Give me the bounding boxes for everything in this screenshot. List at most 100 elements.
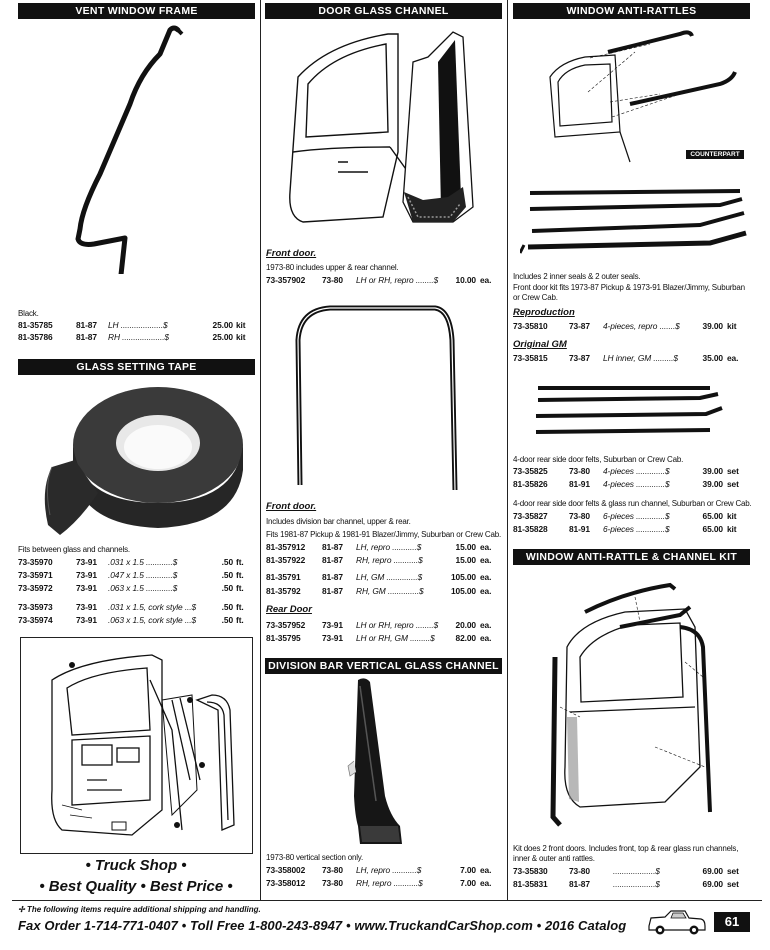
price: 105.00 <box>450 572 476 582</box>
anti-rattle-strips-image <box>520 189 747 254</box>
table-row: 73-357902 73-80 LH or RH, repro ........… <box>266 275 506 286</box>
table-row: 81-357922 81-87 RH, repro ...........$ 1… <box>266 555 506 566</box>
item-description: LH, repro ...........$ <box>356 865 422 875</box>
price: 15.00 <box>455 542 477 552</box>
table-row: 81-35785 81-87 LH ...................$ 2… <box>18 320 258 331</box>
anti-rattle-channel-kit-header: WINDOW ANTI-RATTLE & CHANNEL KIT <box>513 549 750 565</box>
unit: set <box>727 479 739 489</box>
year-range: 73-91 <box>76 602 97 612</box>
price: 69.00 <box>702 879 724 889</box>
part-number: 73-35970 <box>18 557 53 567</box>
year-range: 73-91 <box>76 615 97 625</box>
year-range: 73-91 <box>76 583 97 593</box>
table-row: 81-357912 81-87 LH, repro ...........$ 1… <box>266 542 506 553</box>
unit: kit <box>727 321 737 331</box>
unit: ea. <box>480 586 492 596</box>
year-range: 81-91 <box>569 479 590 489</box>
front-door-2-caption-2: Fits 1981-87 Pickup & 1981-91 Blazer/Jim… <box>266 530 501 539</box>
table-row: 73-35825 73-80 4-pieces .............$ 3… <box>513 466 753 477</box>
unit: set <box>727 466 739 476</box>
glass-setting-tape-header: GLASS SETTING TAPE <box>18 359 255 375</box>
part-number: 73-35827 <box>513 511 548 521</box>
item-description: ...................$ <box>613 866 660 876</box>
unit: ft. <box>236 570 244 580</box>
unit: ea. <box>480 275 492 285</box>
item-description: .047 x 1.5 ............$ <box>108 570 178 580</box>
part-number: 81-35831 <box>513 879 548 889</box>
price: .50 <box>221 583 233 593</box>
front-door-2-title: Front door. <box>266 501 317 512</box>
year-range: 73-91 <box>322 633 343 643</box>
unit: kit <box>236 320 246 330</box>
part-number: 73-35825 <box>513 466 548 476</box>
rear-felts-price-list-1: 73-35825 73-80 4-pieces .............$ 3… <box>513 466 753 491</box>
rear-felts-caption-2: 4-door rear side door felts & glass run … <box>513 499 752 508</box>
price: 39.00 <box>702 321 724 331</box>
part-number: 73-357902 <box>266 275 306 285</box>
item-description: LH inner, GM .........$ <box>603 353 678 363</box>
promo-line-2: • Best Quality • Best Price • <box>39 878 233 895</box>
price: .50 <box>221 570 233 580</box>
part-number: 81-357922 <box>266 555 306 565</box>
front-door-channel-loop-image <box>295 305 458 491</box>
unit: ft. <box>236 602 244 612</box>
original-gm-price-list: 73-35815 73-87 LH inner, GM .........$ 3… <box>513 353 753 365</box>
front-door-price-list: 73-357902 73-80 LH or RH, repro ........… <box>266 275 506 287</box>
unit: kit <box>236 332 246 342</box>
door-glass-channel-header: DOOR GLASS CHANNEL <box>265 3 502 19</box>
door-exploded-diagram-box <box>20 637 253 854</box>
part-number: 81-35785 <box>18 320 53 330</box>
part-number: 73-35972 <box>18 583 53 593</box>
part-number: 73-35973 <box>18 602 53 612</box>
table-row: 81-35795 73-91 LH or RH, GM .........$ 8… <box>266 633 506 644</box>
year-range: 73-87 <box>569 353 590 363</box>
table-row: 73-35972 73-91 .063 x 1.5 ............$ … <box>18 583 258 594</box>
part-number: 73-358002 <box>266 865 306 875</box>
item-description: RH ...................$ <box>108 332 169 342</box>
rear-door-price-list: 73-357952 73-91 LH or RH, repro ........… <box>266 620 506 645</box>
unit: set <box>727 866 739 876</box>
front-door-2-price-list: 81-357912 81-87 LH, repro ...........$ 1… <box>266 542 506 602</box>
item-description: 6-pieces .............$ <box>603 524 670 534</box>
original-gm-title: Original GM <box>513 339 567 350</box>
item-description: LH or RH, repro ........$ <box>356 275 439 285</box>
shipping-note: ✢ The following items require additional… <box>18 905 261 914</box>
unit: kit <box>727 524 737 534</box>
part-number: 81-35792 <box>266 586 301 596</box>
price: 39.00 <box>702 466 724 476</box>
table-row: 81-35828 81-91 6-pieces .............$ 6… <box>513 524 753 535</box>
unit: ea. <box>480 878 492 888</box>
truck-icon <box>648 910 706 935</box>
table-row: 81-35792 81-87 RH, GM ..............$ 10… <box>266 586 506 597</box>
table-row: 81-35826 81-91 4-pieces .............$ 3… <box>513 479 753 490</box>
year-range: 73-80 <box>322 865 343 875</box>
item-description: 6-pieces .............$ <box>603 511 670 521</box>
division-bar-price-list: 73-358002 73-80 LH, repro ...........$ 7… <box>266 865 506 890</box>
year-range: 73-91 <box>76 557 97 567</box>
year-range: 81-87 <box>322 572 343 582</box>
year-range: 73-80 <box>569 511 590 521</box>
front-door-title: Front door. <box>266 248 317 259</box>
price: 65.00 <box>702 524 724 534</box>
item-description: 4-pieces .............$ <box>603 466 670 476</box>
contact-line: Fax Order 1-714-771-0407 • Toll Free 1-8… <box>18 918 627 933</box>
item-description: LH or RH, repro ........$ <box>356 620 439 630</box>
part-number: 73-35971 <box>18 570 53 580</box>
part-number: 81-35786 <box>18 332 53 342</box>
unit: ea. <box>480 542 492 552</box>
unit: ft. <box>236 615 244 625</box>
table-row: 73-35815 73-87 LH inner, GM .........$ 3… <box>513 353 753 364</box>
rear-felts-strips-image <box>535 386 723 434</box>
price: 39.00 <box>702 479 724 489</box>
item-description: .031 x 1.5, cork style ...$ <box>108 602 197 612</box>
table-row: 73-35973 73-91 .031 x 1.5, cork style ..… <box>18 602 258 613</box>
anti-rattle-kit-diagram <box>550 582 712 827</box>
item-description: .063 x 1.5, cork style ...$ <box>108 615 197 625</box>
item-description: RH, GM ..............$ <box>356 586 424 596</box>
table-row: 81-35831 81-87 ...................$ 69.0… <box>513 879 753 890</box>
price: .50 <box>221 557 233 567</box>
price: 25.00 <box>212 332 234 342</box>
table-row: 73-35970 73-91 .031 x 1.5 ............$ … <box>18 557 258 568</box>
price: 15.00 <box>455 555 477 565</box>
table-row: 73-358002 73-80 LH, repro ...........$ 7… <box>266 865 506 876</box>
